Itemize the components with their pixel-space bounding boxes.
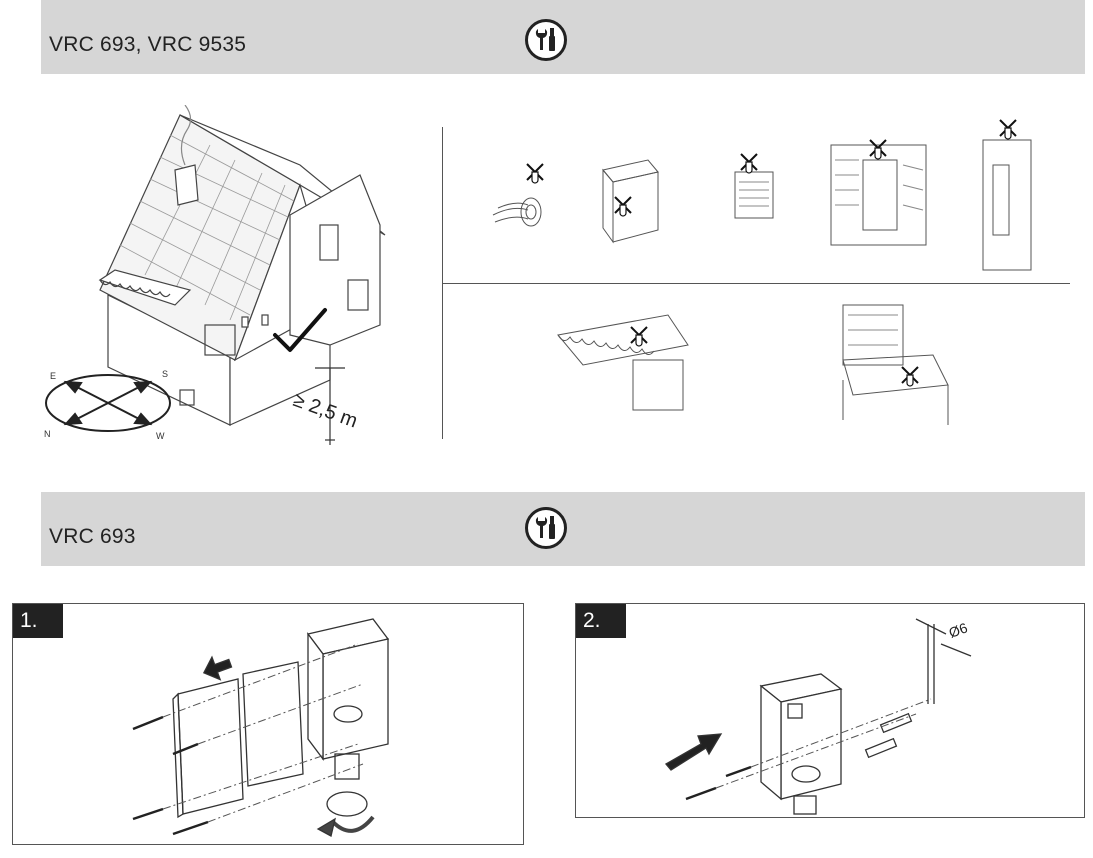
house-placement-figure: ≥ 2,5 m E S N W [44,105,386,445]
step-2-illustration: Ø6 [665,618,972,815]
checkmark-icon [273,308,327,352]
section-title: VRC 693 [49,525,136,548]
figure-divider-horizontal [442,283,1070,284]
section-header-models: VRC 693, VRC 9535 [41,0,1085,74]
compass-label-w: W [156,431,165,441]
section-header-vrc693: VRC 693 [41,492,1085,566]
step-1-panel: 1. [12,603,524,845]
compass-icon: E S N W [44,369,171,441]
drill-diameter-label: Ø6 [947,619,970,640]
mounting-height-label: ≥ 2,5 m [290,389,360,432]
step-2-panel: 2. [575,603,1085,818]
tools-icon [525,507,567,549]
compass-label-n: N [44,429,51,439]
step-number: 1. [13,604,63,638]
compass-label-s: S [162,369,168,379]
tools-icon [525,19,567,61]
step-1-illustration [132,618,390,837]
section-title: VRC 693, VRC 9535 [49,33,247,56]
forbidden-locations-figure [492,119,1032,425]
step-number: 2. [576,604,626,638]
compass-label-e: E [50,371,56,381]
